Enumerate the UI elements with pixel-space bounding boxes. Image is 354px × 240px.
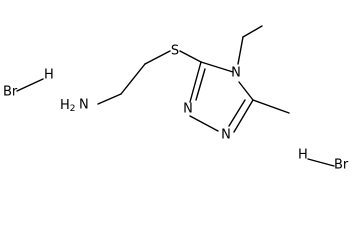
bond-ring-n2-n1	[189, 115, 219, 132]
bond-sulfur-ring	[179, 50, 202, 63]
counterion-2-hydrogen: H	[298, 148, 308, 163]
bond-amine-ch2	[97, 93, 122, 105]
bond-ring-c3-n4	[200, 61, 234, 73]
chemical-structure-diagram: S N N N H2 N Br H H Br	[3, 25, 349, 173]
hbr-counterion-1: Br H	[3, 68, 54, 100]
bonds	[16, 25, 335, 167]
amine-group: H2 N	[60, 98, 89, 115]
bond-ring-c3-n2-outer	[189, 61, 202, 103]
counterion-2-bromine: Br	[334, 158, 349, 173]
atom-ring-nitrogen-ethyl: N	[231, 66, 241, 81]
bond-ethyl-ch2-ch3	[242, 25, 263, 38]
hbr-counterion-2: H Br	[298, 148, 349, 173]
atom-ring-nitrogen-right: N	[221, 128, 231, 143]
atom-amine-n: N	[79, 98, 89, 113]
bond-ring-c3-n2-inner	[195, 68, 206, 101]
bond-c5-methyl	[252, 99, 290, 114]
bond-n4-ethyl-ch2	[237, 36, 244, 65]
atom-sulfur: S	[171, 44, 179, 59]
bond-ring-c5-n4	[238, 81, 254, 101]
bond-ch2-sulfur	[144, 50, 171, 65]
atom-ring-nitrogen-left: N	[183, 102, 193, 117]
bond-ring-n1-c5-outer	[233, 99, 254, 133]
bond-ring-n1-c5-inner	[228, 99, 246, 127]
bond-counterion-2-h-br	[307, 158, 335, 167]
counterion-1-bromine: Br	[3, 85, 18, 100]
atom-labels: S N N N H2 N Br H H Br	[3, 44, 349, 173]
counterion-1-hydrogen: H	[44, 68, 54, 83]
bond-counterion-1-br-h	[16, 78, 44, 92]
bond-ch2-ch2	[120, 63, 146, 95]
atom-amine-h2: H2	[60, 98, 76, 115]
